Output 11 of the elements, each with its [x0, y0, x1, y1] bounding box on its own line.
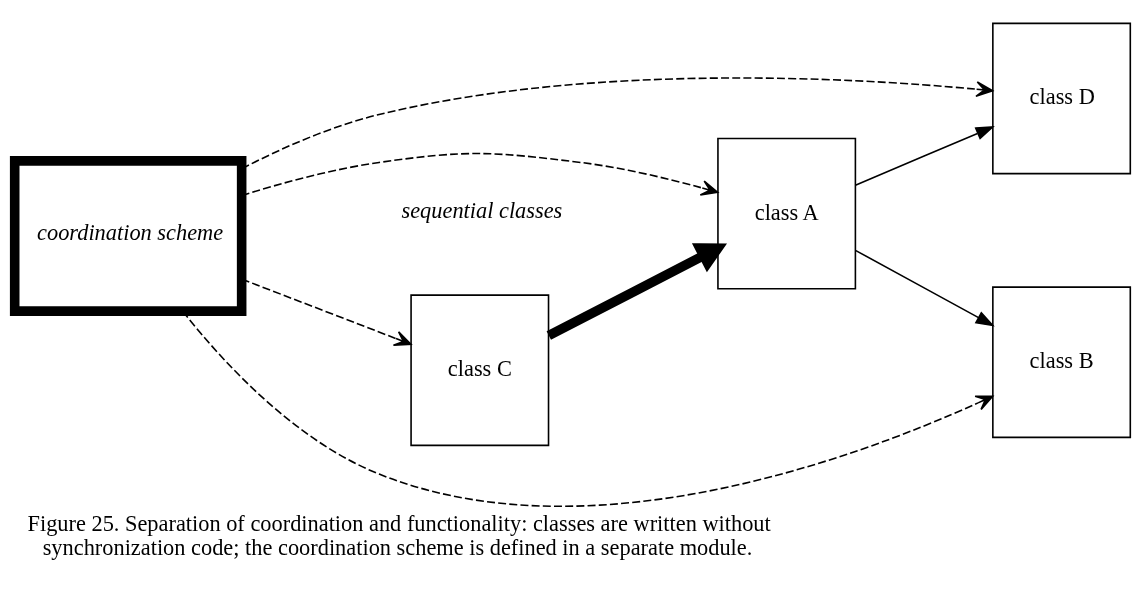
- arrow: [854, 125, 995, 186]
- label: sequential classes: [401, 197, 563, 223]
- arrow: [546, 242, 728, 340]
- node-box: class D: [992, 22, 1132, 174]
- arrow: [854, 249, 995, 327]
- node-box: class C: [410, 293, 550, 446]
- node-box: class A: [717, 137, 857, 289]
- node-box: class B: [992, 285, 1132, 438]
- node-box: coordination scheme: [9, 155, 247, 316]
- caption: Figure 25. Separation of coordination and functionality: classes are written without synchronization code; the coordination scheme is defined in a separate module.: [27, 510, 771, 560]
- arrow: [182, 310, 994, 507]
